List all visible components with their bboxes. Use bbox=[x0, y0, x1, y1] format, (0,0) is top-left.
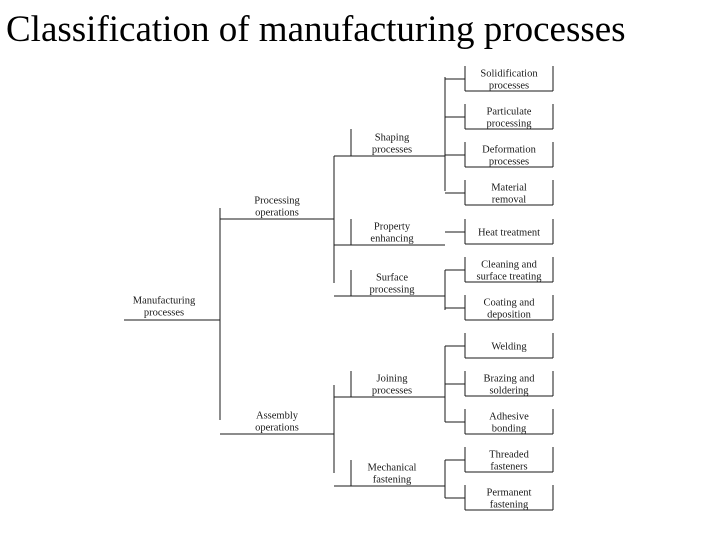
node-property-enhancing-line-1: Property bbox=[374, 222, 411, 233]
node-cleaning-and-surface-treating-line-1: Cleaning and bbox=[481, 260, 537, 271]
node-surface-processing-line-2: processing bbox=[370, 285, 416, 296]
node-solidification-processes-line-1: Solidification bbox=[480, 69, 538, 80]
node-property-enhancing-line-2: enhancing bbox=[370, 234, 414, 245]
node-particulate-processing-line-2: processing bbox=[487, 119, 533, 130]
node-joining-processes-line-1: Joining bbox=[377, 374, 409, 385]
node-permanent-fastening-line-1: Permanent bbox=[487, 488, 532, 499]
node-mechanical-fastening-line-1: Mechanical bbox=[368, 463, 417, 474]
node-deformation-processes-line-1: Deformation bbox=[482, 145, 536, 156]
node-threaded-fasteners-line-1: Threaded bbox=[489, 450, 529, 461]
node-joining-processes-line-2: processes bbox=[372, 386, 412, 397]
node-surface-processing-line-1: Surface bbox=[376, 273, 408, 284]
node-threaded-fasteners-line-2: fasteners bbox=[490, 462, 527, 473]
node-shaping-processes-line-2: processes bbox=[372, 145, 412, 156]
node-heat-treatment-line-1: Heat treatment bbox=[478, 228, 540, 239]
node-assembly-operations-line-2: operations bbox=[255, 423, 299, 434]
node-processing-operations-line-1: Processing bbox=[254, 196, 300, 207]
node-deformation-processes-line-2: processes bbox=[489, 157, 529, 168]
node-manufacturing-processes-line-1: Manufacturing bbox=[133, 296, 196, 307]
node-assembly-operations-line-1: Assembly bbox=[256, 411, 299, 422]
node-cleaning-and-surface-treating-line-2: surface treating bbox=[476, 272, 542, 283]
node-coating-and-deposition-line-1: Coating and bbox=[483, 298, 535, 309]
node-particulate-processing-line-1: Particulate bbox=[487, 107, 532, 118]
page-title: Classification of manufacturing processe… bbox=[6, 9, 626, 50]
node-material-removal-line-1: Material bbox=[491, 183, 527, 194]
node-welding-line-1: Welding bbox=[491, 342, 527, 353]
node-permanent-fastening-line-2: fastening bbox=[490, 500, 529, 511]
node-welding: Welding bbox=[491, 342, 527, 353]
node-shaping-processes-line-1: Shaping bbox=[375, 133, 410, 144]
node-brazing-and-soldering-line-1: Brazing and bbox=[483, 374, 535, 385]
node-mechanical-fastening-line-2: fastening bbox=[373, 475, 412, 486]
node-adhesive-bonding-line-2: bonding bbox=[492, 424, 527, 435]
node-brazing-and-soldering-line-2: soldering bbox=[489, 386, 529, 397]
node-coating-and-deposition-line-2: deposition bbox=[487, 310, 531, 321]
node-solidification-processes-line-2: processes bbox=[489, 81, 529, 92]
node-heat-treatment: Heat treatment bbox=[478, 228, 540, 239]
node-processing-operations-line-2: operations bbox=[255, 208, 299, 219]
node-material-removal-line-2: removal bbox=[492, 195, 526, 206]
node-manufacturing-processes-line-2: processes bbox=[144, 308, 184, 319]
node-adhesive-bonding-line-1: Adhesive bbox=[489, 412, 529, 423]
